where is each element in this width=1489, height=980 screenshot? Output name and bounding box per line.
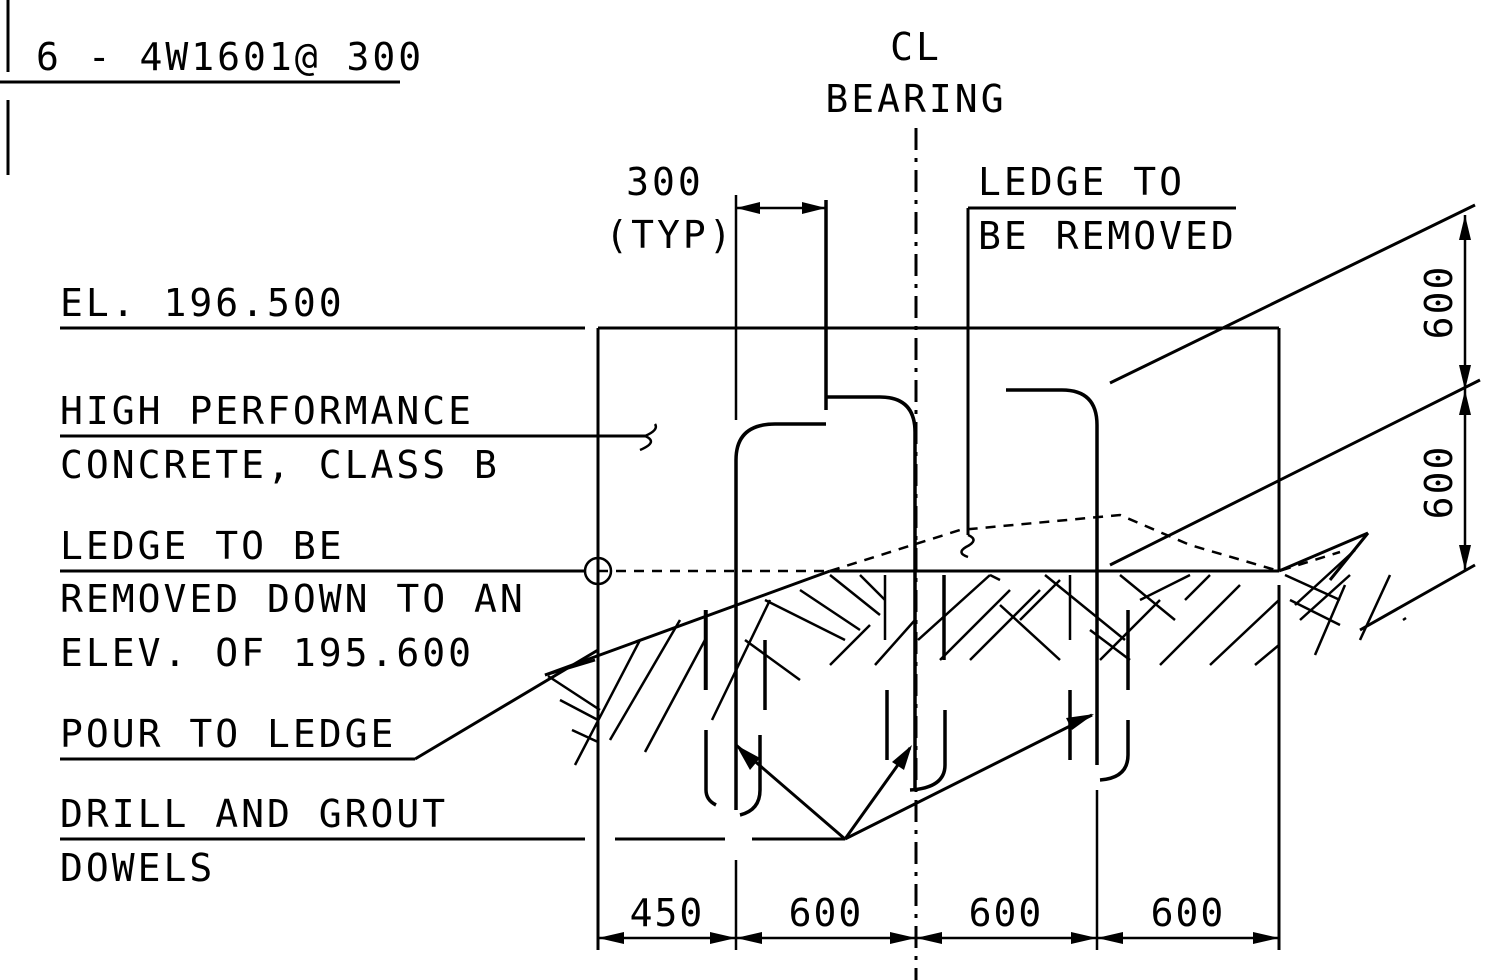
elevation-label: EL. 196.500 [60,281,345,325]
bottom-dim-1: 450 [630,891,705,935]
right-dimensions: 600 600 [1417,215,1471,570]
pour-label: POUR TO LEDGE [60,712,396,756]
ledge-label-2: REMOVED DOWN TO AN [60,577,526,621]
spacing-value-label: 300 [626,160,704,204]
centerline-label-bearing: BEARING [825,77,1006,121]
bottom-dim-4: 600 [1151,891,1226,935]
leader-lines [60,195,1481,841]
concrete-label-2: CONCRETE, CLASS B [60,443,500,487]
rock-hatching [547,549,1407,766]
bottom-dim-3: 600 [969,891,1044,935]
ledge-label-3: ELEV. OF 195.600 [60,631,474,675]
drill-label-2: DOWELS [60,846,215,890]
bar-note: 6 - 4W1601@ 300 [0,0,424,175]
bottom-dim-2: 600 [789,891,864,935]
bar-note-text: 6 - 4W1601@ 300 [36,35,424,79]
right-dim-upper: 600 [1417,265,1461,340]
ledge-top-label-2: BE REMOVED [978,214,1237,258]
callout-labels: 300 (TYP) LEDGE TO BE REMOVED EL. 196.50… [60,160,1237,890]
ledge-top-label-1: LEDGE TO [978,160,1185,204]
concrete-outline [596,326,1281,950]
reinforcing-bars [704,200,1130,817]
drill-label-1: DRILL AND GROUT [60,792,448,836]
ledge-label-1: LEDGE TO BE [60,524,345,568]
concrete-label-1: HIGH PERFORMANCE [60,389,474,433]
bottom-dimensions: 450 600 600 600 [598,790,1279,950]
centerline-label-cl: CL [890,25,942,69]
right-dim-lower: 600 [1417,445,1461,520]
spacing-typ-label: (TYP) [605,213,734,257]
